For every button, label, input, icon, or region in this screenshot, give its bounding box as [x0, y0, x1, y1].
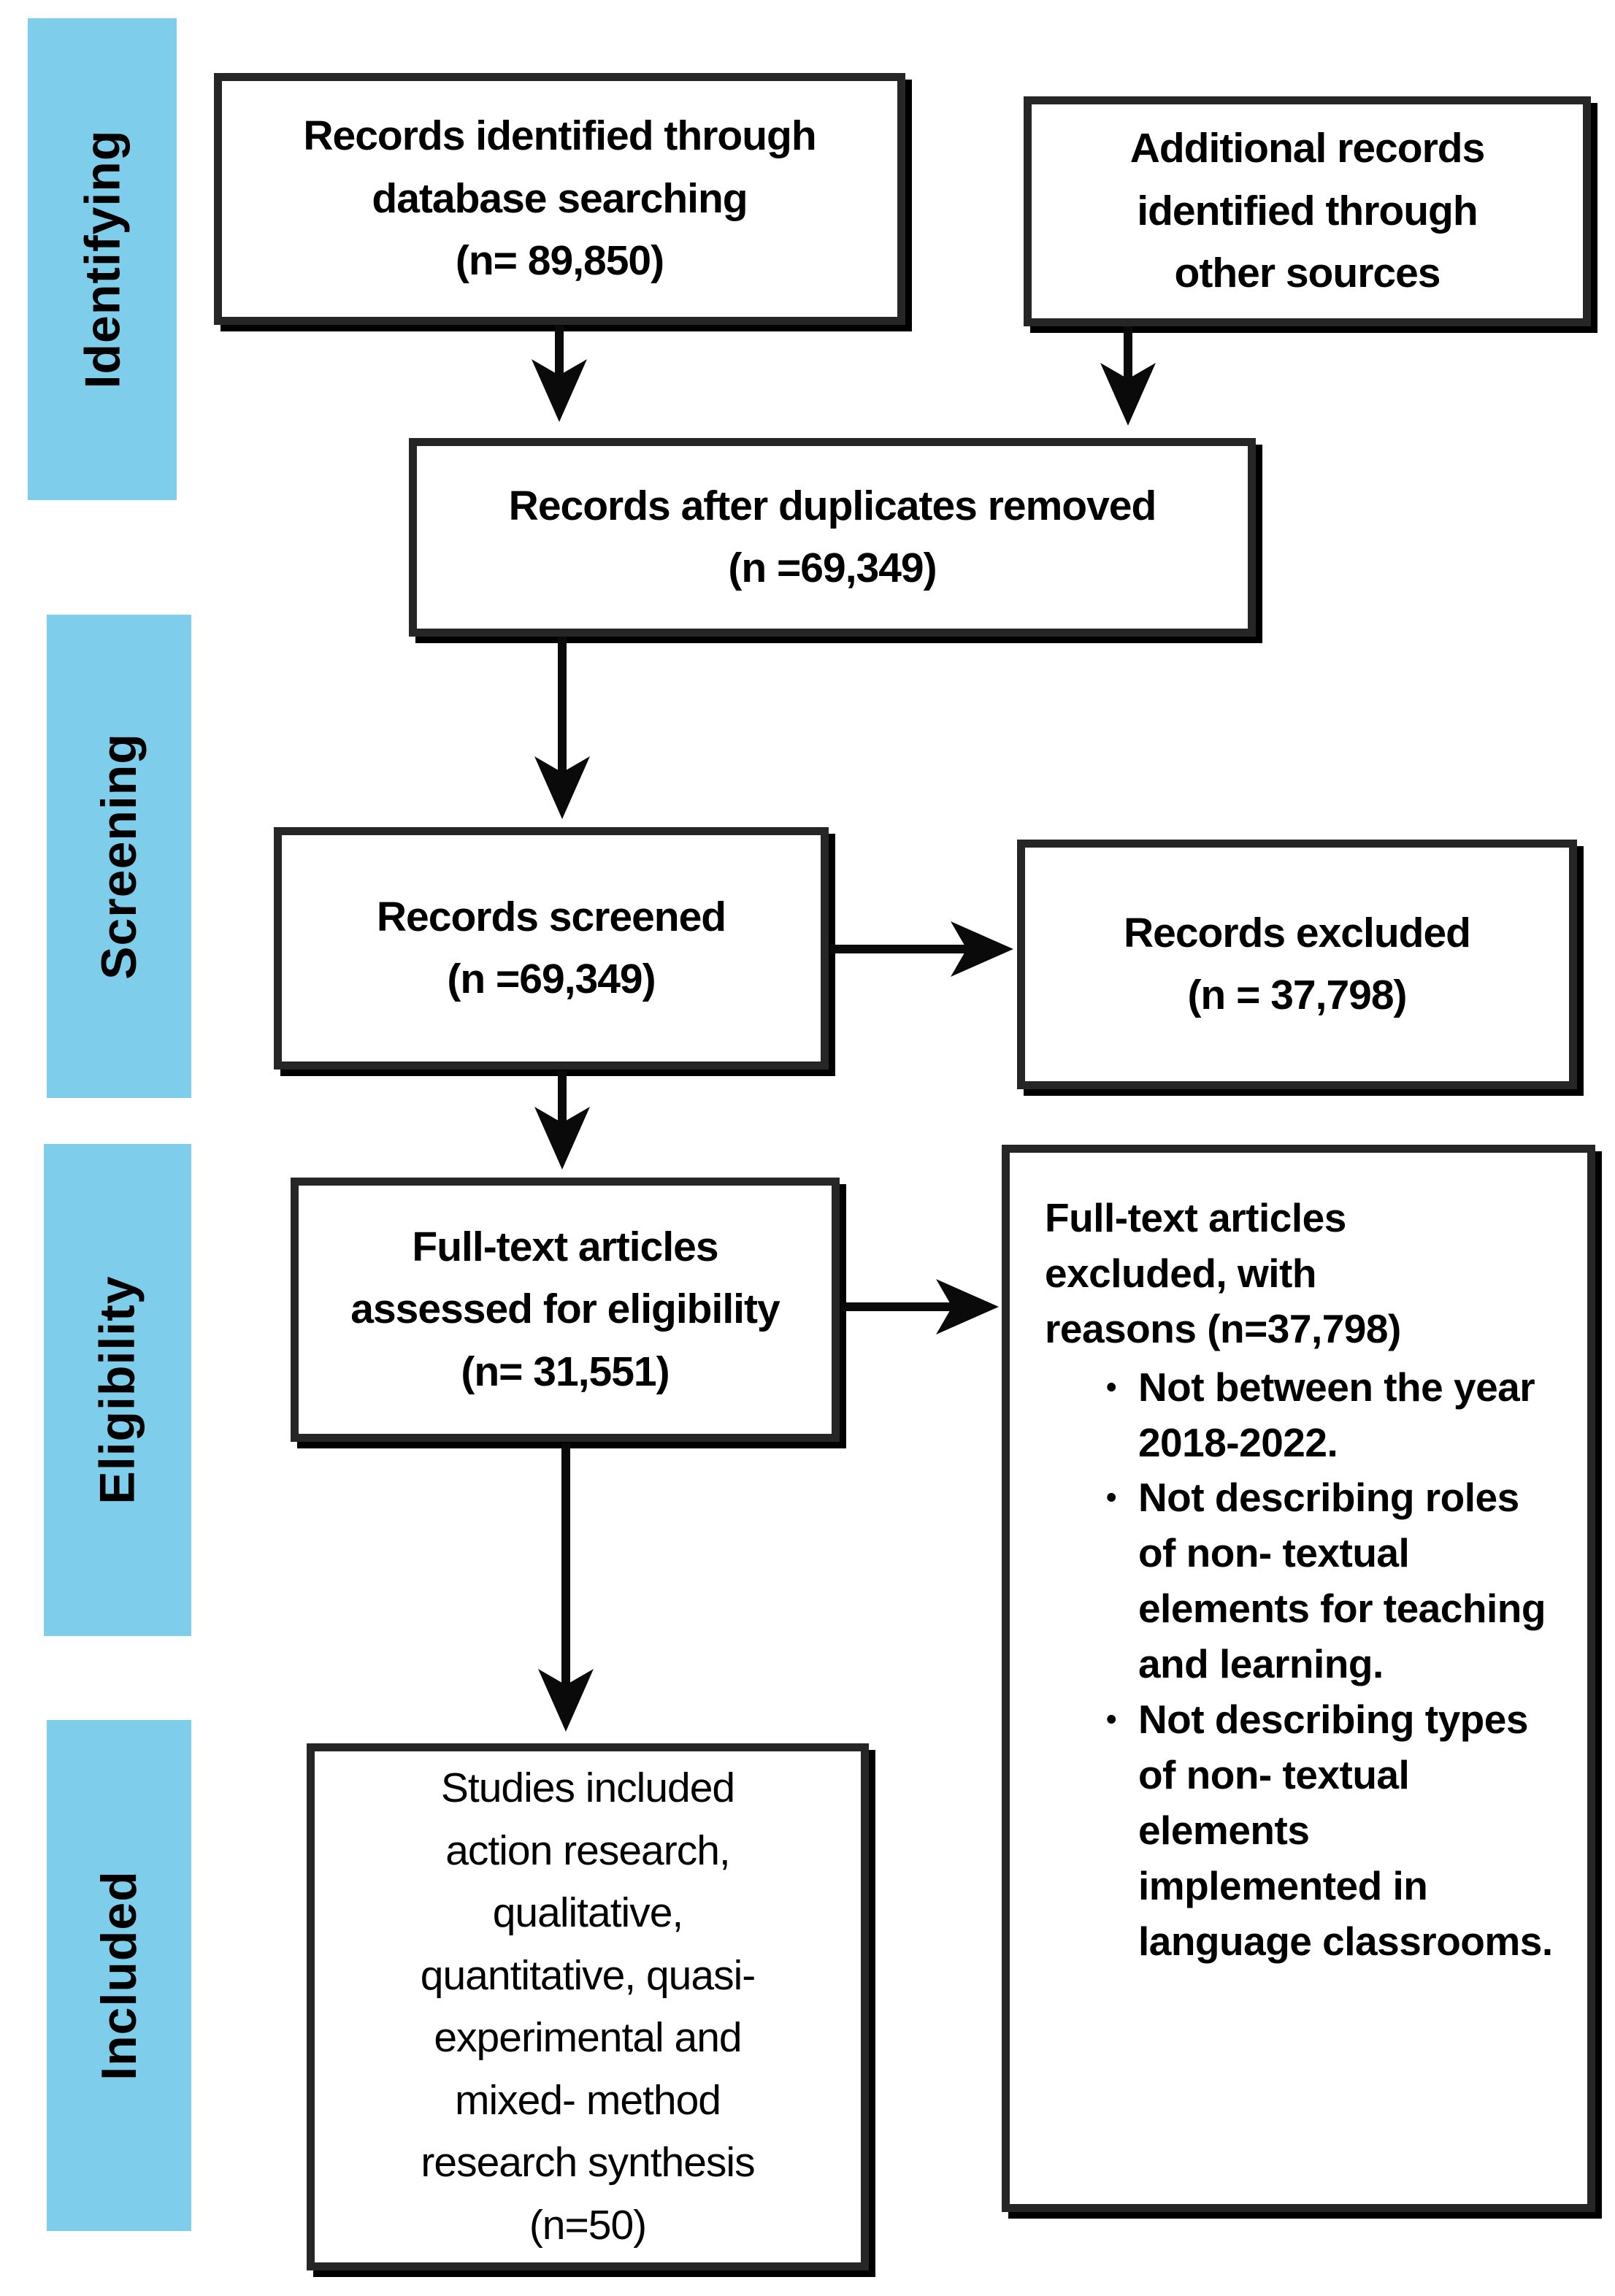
down-arrow-additional-to-duplicates-icon [1100, 326, 1156, 426]
down-arrow-fulltext-to-included-icon [538, 1443, 594, 1732]
box-duplicates-removed: Records after duplicates removed (n =69,… [409, 438, 1256, 637]
arrow-head [951, 921, 1013, 977]
box-text-line: (n =69,349) [728, 545, 937, 591]
box-text-line: quantitative, quasi- [420, 1951, 756, 1999]
arrow-shaft [558, 637, 567, 775]
box-fulltext-excluded: Full-text articles excluded, with reason… [1002, 1145, 1595, 2212]
box-text-line: Studies included [440, 1765, 735, 1811]
box-text-line: qualitative, [492, 1889, 684, 1936]
arrow-shaft [561, 1443, 570, 1688]
box-text-line: Records identified through [303, 112, 816, 160]
stage-label-screening: Screening [91, 733, 147, 980]
arrow-head [532, 359, 587, 422]
box-additional-records: Additional records identified through ot… [1024, 96, 1591, 326]
box-text-line: mixed- method [455, 2076, 721, 2124]
box-text-line: (n =69,349) [447, 956, 656, 1002]
right-arrow-fulltext-to-excluded-icon [841, 1279, 999, 1335]
box-records-excluded: Records excluded (n = 37,798) [1017, 840, 1577, 1089]
box-records-identified: Records identified through database sear… [214, 73, 905, 325]
box-text-line: database searching [372, 174, 748, 222]
stage-label-identifying: Identifying [74, 129, 131, 389]
stage-bar-screening: Screening [47, 615, 191, 1098]
box-text-line: Records after duplicates removed [508, 482, 1157, 529]
list-item: • Not describing roles of non- textual e… [1045, 1470, 1558, 1692]
stage-bar-eligibility: Eligibility [44, 1144, 191, 1636]
stage-bar-included: Included [47, 1720, 191, 2231]
box-text-line: Full-text articles [1045, 1195, 1346, 1240]
bullet-icon: • [1106, 1702, 1116, 1737]
arrow-shaft [841, 1302, 955, 1311]
box-text-line: reasons (n=37,798) [1045, 1305, 1401, 1351]
box-text-line: other sources [1174, 250, 1441, 297]
box-text-line: Records excluded [1123, 909, 1471, 956]
box-text-line: Records screened [376, 893, 726, 940]
list-item: • Not between the year 2018-2022. [1045, 1360, 1558, 1471]
arrow-head [538, 1669, 594, 1732]
bullet-text: Not describing roles of non- textual ele… [1138, 1475, 1546, 1687]
box-text-line: Full-text articles [412, 1223, 718, 1270]
arrow-head [1100, 363, 1156, 426]
bullet-text: Not between the year 2018-2022. [1138, 1364, 1535, 1465]
right-arrow-screened-to-excluded-icon [830, 921, 1013, 977]
box-text-line: (n= 31,551) [461, 1348, 670, 1395]
box-studies-included: Studies included action research, qualit… [307, 1743, 869, 2270]
stage-label-included: Included [91, 1870, 147, 2081]
down-arrow-duplicates-to-screened-icon [534, 637, 590, 819]
bullet-icon: • [1106, 1481, 1116, 1515]
box-text-line: experimental and [434, 2014, 742, 2061]
arrow-shaft [1124, 326, 1132, 382]
arrow-shaft [558, 1071, 567, 1126]
down-arrow-identified-to-duplicates-icon [532, 325, 587, 422]
list-item: • Not describing types of non- textual e… [1045, 1692, 1558, 1969]
bullet-icon: • [1106, 1370, 1116, 1404]
stage-label-eligibility: Eligibility [90, 1275, 145, 1505]
box-text-line: (n= 89,850) [455, 237, 664, 285]
down-arrow-screened-to-fulltext-icon [534, 1071, 590, 1170]
box-text-line: research synthesis [421, 2139, 755, 2186]
box-text-line: (n = 37,798) [1187, 972, 1407, 1018]
box-text-line: action research, [445, 1827, 731, 1874]
arrow-head [936, 1279, 999, 1335]
box-fulltext-assessed: Full-text articles assessed for eligibil… [291, 1178, 840, 1442]
box-text-line: excluded, with [1045, 1250, 1316, 1296]
box-text-line: assessed for eligibility [350, 1286, 780, 1333]
box-text-line: Additional records [1129, 125, 1486, 172]
arrow-shaft [555, 325, 564, 378]
box-text-line: identified through [1137, 187, 1478, 234]
box-text-line: (n=50) [529, 2201, 647, 2249]
exclusion-reasons-list: • Not between the year 2018-2022. • Not … [1045, 1360, 1558, 1970]
stage-bar-identifying: Identifying [28, 18, 177, 500]
box-records-screened: Records screened (n =69,349) [274, 827, 829, 1070]
arrow-head [534, 1107, 590, 1170]
bullet-text: Not describing types of non- textual ele… [1138, 1697, 1553, 1964]
arrow-shaft [830, 945, 970, 953]
arrow-head [534, 756, 590, 819]
